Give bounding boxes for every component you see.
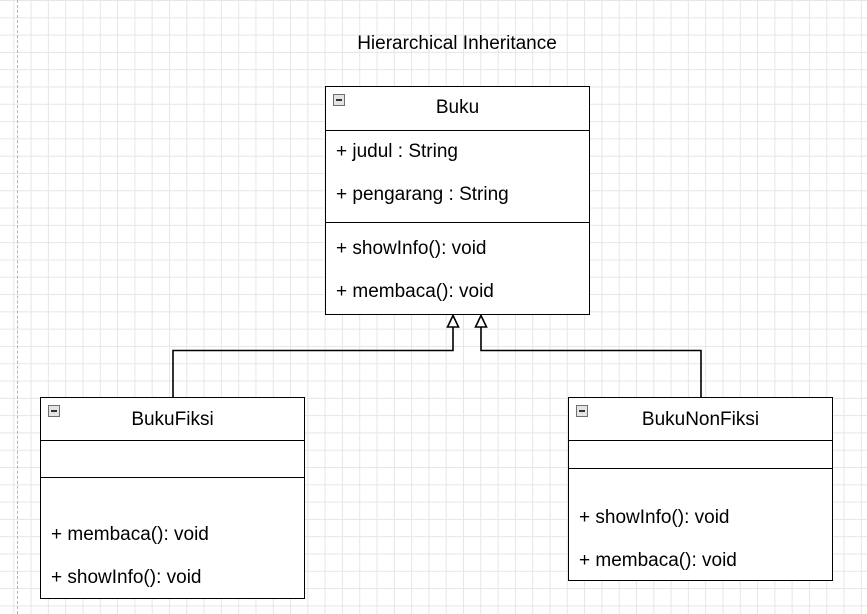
inheritance-edge-bukunonfiksi[interactable] bbox=[480, 327, 702, 397]
method: + membaca(): void bbox=[51, 524, 209, 545]
class-bukufiksi-attributes bbox=[41, 441, 304, 478]
class-buku-attributes: + judul : String + pengarang : String bbox=[326, 131, 589, 223]
page-guide-line bbox=[17, 0, 18, 614]
class-bukufiksi-methods: + membaca(): void + showInfo(): void bbox=[41, 478, 304, 596]
method: + showInfo(): void bbox=[51, 567, 202, 588]
class-bukunonfiksi-attributes bbox=[569, 441, 832, 469]
class-name: Buku bbox=[435, 97, 480, 118]
collapse-icon[interactable] bbox=[48, 405, 60, 417]
inheritance-arrowhead-left bbox=[446, 313, 460, 328]
class-name: BukuNonFiksi bbox=[641, 409, 760, 430]
collapse-icon[interactable] bbox=[576, 405, 588, 417]
class-buku-methods: + showInfo(): void + membaca(): void bbox=[326, 223, 589, 313]
class-buku[interactable]: Buku + judul : String + pengarang : Stri… bbox=[325, 86, 590, 315]
collapse-icon[interactable] bbox=[333, 94, 345, 106]
method: + showInfo(): void bbox=[579, 507, 730, 528]
method: + membaca(): void bbox=[336, 281, 494, 302]
class-bukufiksi[interactable]: BukuFiksi + membaca(): void + showInfo()… bbox=[40, 397, 305, 599]
class-bukufiksi-header: BukuFiksi bbox=[41, 398, 304, 441]
inheritance-arrowhead-right bbox=[474, 313, 488, 328]
attribute: + judul : String bbox=[336, 141, 458, 162]
attribute: + pengarang : String bbox=[336, 184, 509, 205]
class-buku-header: Buku bbox=[326, 87, 589, 131]
class-bukunonfiksi[interactable]: BukuNonFiksi + showInfo(): void + membac… bbox=[568, 397, 833, 581]
method: + showInfo(): void bbox=[336, 238, 487, 259]
inheritance-edge-bukufiksi[interactable] bbox=[172, 327, 454, 397]
diagram-title: Hierarchical Inheritance bbox=[357, 33, 557, 54]
class-name: BukuFiksi bbox=[131, 409, 214, 430]
class-bukunonfiksi-methods: + showInfo(): void + membaca(): void bbox=[569, 469, 832, 579]
method: + membaca(): void bbox=[579, 550, 737, 571]
class-bukunonfiksi-header: BukuNonFiksi bbox=[569, 398, 832, 441]
